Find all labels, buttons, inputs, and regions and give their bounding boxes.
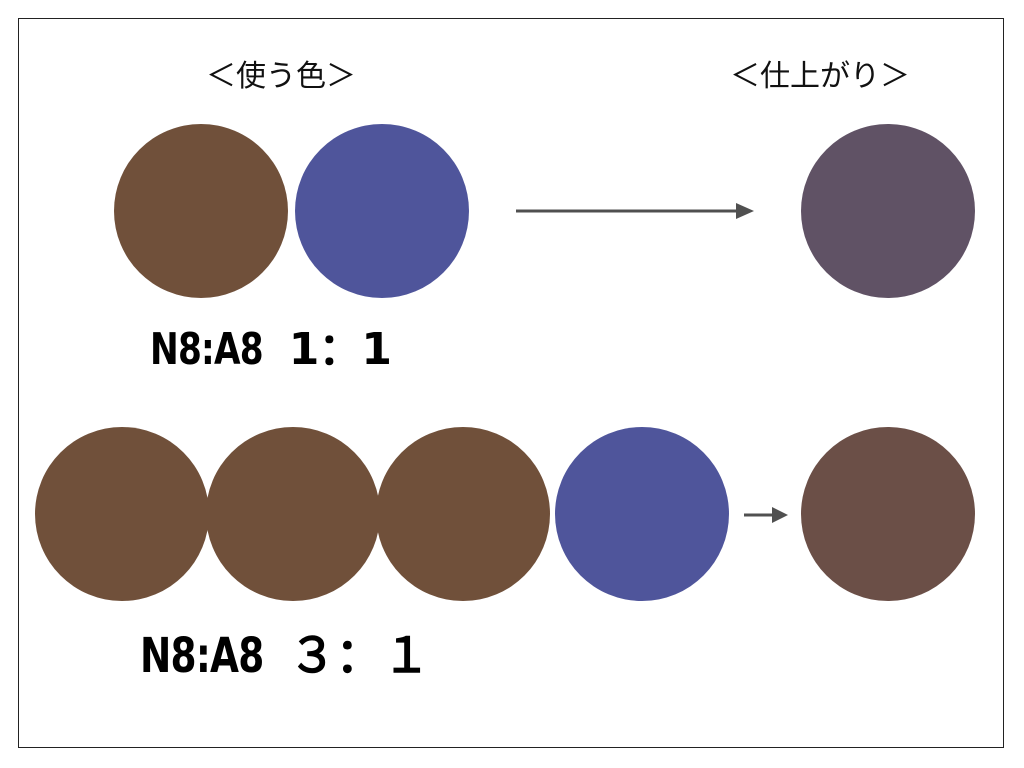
used-colors-heading: ＜使う色＞ — [206, 59, 356, 94]
mix-formula: N8:A8 1：1 — [150, 324, 392, 375]
formula-code: N8:A8 — [140, 628, 264, 684]
blue-color-swatch — [555, 427, 729, 601]
formula-code: N8:A8 — [150, 324, 264, 375]
arrow-right-icon — [744, 507, 788, 523]
result-heading: ＜仕上がり＞ — [730, 59, 910, 94]
result-color-swatch — [801, 124, 975, 298]
formula-ratio: 1：1 — [288, 324, 392, 375]
arrow-right-icon — [516, 203, 754, 219]
formula-ratio: ３：１ — [288, 628, 430, 684]
blue-color-swatch — [295, 124, 469, 298]
mix-formula: N8:A8 ３：１ — [140, 628, 430, 684]
brown-color-swatch — [376, 427, 550, 601]
brown-color-swatch — [114, 124, 288, 298]
brown-color-swatch — [206, 427, 380, 601]
brown-color-swatch — [35, 427, 209, 601]
result-color-swatch — [801, 427, 975, 601]
